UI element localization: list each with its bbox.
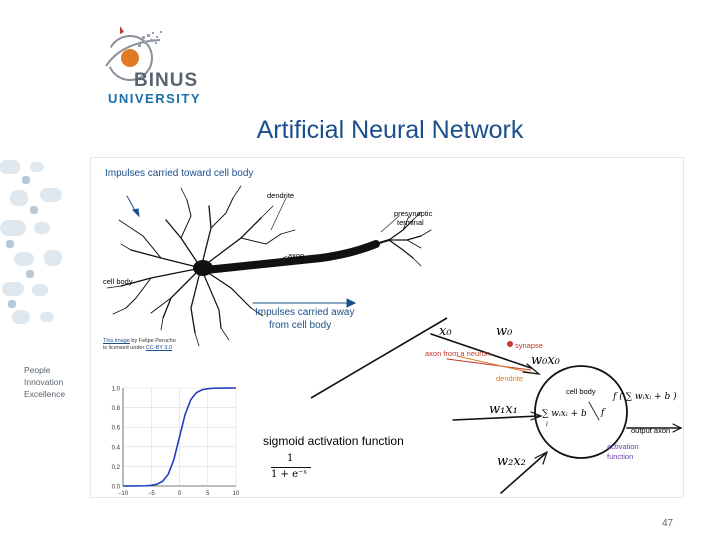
image-credit-license-line: is licensed under CC-BY 3.0	[103, 345, 172, 351]
x-tick-label: 10	[233, 491, 240, 497]
tagline: People Innovation Excellence	[24, 364, 65, 400]
w0x0-label: w₀x₀	[531, 353, 560, 368]
terminal-label: terminal	[397, 218, 424, 227]
synapse-label: synapse	[515, 341, 543, 350]
presynaptic-label: presynaptic	[394, 209, 433, 218]
sigmoid-formula-bar	[271, 467, 311, 468]
dendrite-label: dendrite	[267, 191, 295, 200]
impulses-toward-label: Impulses carried toward cell body	[105, 168, 254, 179]
logo-wordmark: BINUS	[134, 70, 199, 91]
f-small-label: f	[601, 408, 605, 418]
x-tick-label: 5	[206, 491, 210, 497]
w2x2-label: w₂x₂	[497, 454, 526, 469]
axon-from-neuron-label: axon from a neuron	[425, 349, 491, 358]
activation-label-2: function	[607, 452, 634, 461]
y-tick-label: 0.8	[112, 406, 121, 412]
sum-expression: ∑ wᵢxᵢ + b	[542, 409, 587, 419]
cell-body-label: cell body	[103, 277, 133, 286]
sigmoid-chart: 0.0 0.2 0.4 0.6 0.8 1.0 −10 −5 0 5 10	[112, 387, 240, 498]
neural-network-figure: Impulses carried toward cell body dendri…	[90, 157, 684, 498]
sigmoid-label: sigmoid activation function	[263, 434, 404, 448]
image-credit-link[interactable]: This image	[103, 338, 130, 344]
activation-label-1: activation	[607, 442, 639, 451]
biological-neuron-drawing	[106, 185, 683, 494]
logo-emblem	[105, 26, 162, 81]
x0-label: x₀	[439, 324, 452, 339]
logo-university: UNIVERSITY	[108, 91, 202, 106]
license-link[interactable]: CC-BY 3.0	[145, 345, 172, 351]
binus-logo	[105, 26, 162, 81]
image-credit-licensed: is licensed under	[103, 345, 146, 351]
decorative-pattern	[0, 160, 62, 324]
y-tick-label: 1.0	[112, 387, 121, 393]
image-credit: This image by Felipe Perucho	[103, 338, 176, 344]
page-title: Artificial Neural Network	[256, 116, 524, 144]
y-tick-label: 0.6	[112, 426, 121, 432]
sigmoid-formula-numerator: 1	[287, 453, 294, 464]
model-dendrite-label: dendrite	[496, 374, 524, 383]
sigmoid-formula-denominator: 1 + e⁻ˣ	[271, 469, 308, 480]
activation-output-expression: f ( ∑ wᵢxᵢ + b )	[613, 392, 677, 402]
tagline-people: People	[24, 365, 51, 375]
y-tick-label: 0.0	[112, 485, 121, 491]
w1x1-label: w₁x₁	[489, 402, 518, 417]
axon-label: axon	[288, 251, 305, 260]
impulses-away-label-2: from cell body	[269, 320, 332, 331]
model-cell-body-label: cell body	[566, 387, 596, 396]
w0-label: w₀	[496, 324, 513, 339]
y-tick-label: 0.4	[112, 445, 121, 451]
x-tick-label: −10	[118, 491, 129, 497]
y-tick-label: 0.2	[112, 465, 121, 471]
page-number: 47	[662, 518, 674, 529]
output-axon-label: output axon	[631, 426, 671, 435]
tagline-excellence: Excellence	[24, 389, 66, 399]
sum-index: i	[546, 421, 548, 428]
impulses-away-label-1: Impulses carried away	[255, 307, 355, 318]
image-credit-author: by Felipe Perucho	[129, 338, 176, 344]
x-tick-label: −5	[148, 491, 156, 497]
x-tick-label: 0	[178, 491, 182, 497]
sigmoid-curve	[122, 387, 237, 487]
tagline-innovation: Innovation	[24, 377, 64, 387]
